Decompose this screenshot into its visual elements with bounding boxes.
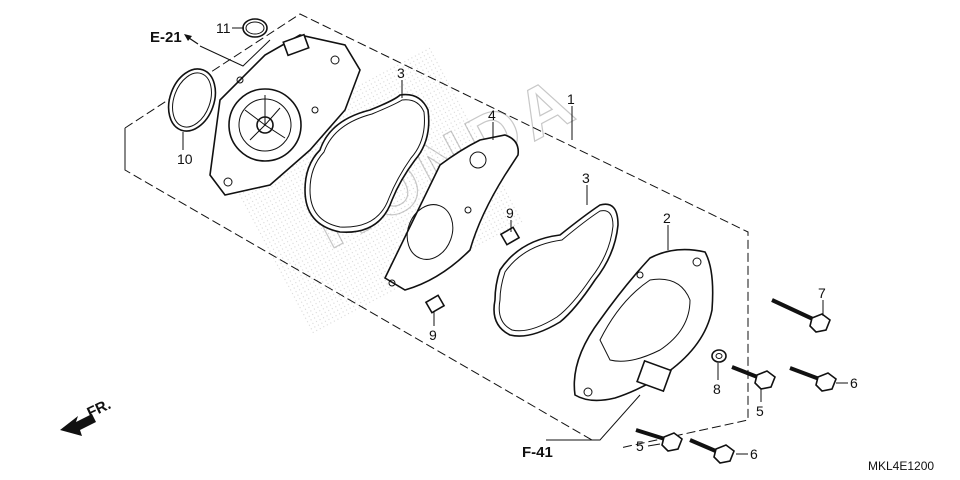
- callout-9a: 9: [506, 205, 514, 221]
- callout-11: 11: [216, 20, 231, 36]
- callout-4: 4: [488, 107, 496, 123]
- leader-e21: [199, 39, 271, 67]
- part-10-large-oring: [167, 68, 217, 132]
- part-3-gasket-a-inner: [309, 99, 425, 228]
- callout-10: 10: [177, 151, 193, 167]
- part-8-washer: [711, 349, 727, 363]
- part-6-bolt-lower: [689, 438, 735, 464]
- callout-6b: 6: [750, 446, 758, 462]
- callout-1: 1: [567, 91, 575, 107]
- part-11-small-oring: [242, 18, 268, 38]
- callout-2: 2: [663, 210, 671, 226]
- reference-e21: E-21: [150, 29, 182, 46]
- part-3-gasket-b-inner: [498, 210, 614, 332]
- callout-3a: 3: [397, 65, 405, 81]
- callout-8: 8: [713, 381, 721, 397]
- part-3-gasket-b: [493, 203, 619, 337]
- pump-body: [209, 33, 361, 196]
- part-5-bolt-upper: [731, 365, 776, 390]
- callout-7: 7: [818, 285, 826, 301]
- leader-f41: [546, 394, 641, 441]
- part-7-bolt: [771, 298, 831, 333]
- part-3-gasket-a: [304, 93, 430, 233]
- part-4-plate: [383, 134, 520, 291]
- assembly-outline: [124, 13, 749, 449]
- reference-f41: F-41: [522, 444, 553, 461]
- direction-arrow-icon: [60, 414, 96, 436]
- part-9-dowel-lower: [424, 294, 446, 314]
- drawing-code: MKL4E1200: [868, 459, 934, 473]
- callout-5a: 5: [756, 403, 764, 419]
- reference-arrow-head: [184, 34, 192, 41]
- part-9-dowel-upper: [499, 226, 521, 246]
- callout-5b: 5: [636, 438, 644, 454]
- part-6-bolt-upper: [789, 366, 837, 392]
- callout-6a: 6: [850, 375, 858, 391]
- leader-5b: [647, 443, 661, 447]
- callout-9b: 9: [429, 327, 437, 343]
- callout-3b: 3: [582, 170, 590, 186]
- part-5-bolt-lower: [635, 428, 683, 452]
- direction-label: FR.: [85, 396, 114, 422]
- part-2-cover: [573, 248, 714, 402]
